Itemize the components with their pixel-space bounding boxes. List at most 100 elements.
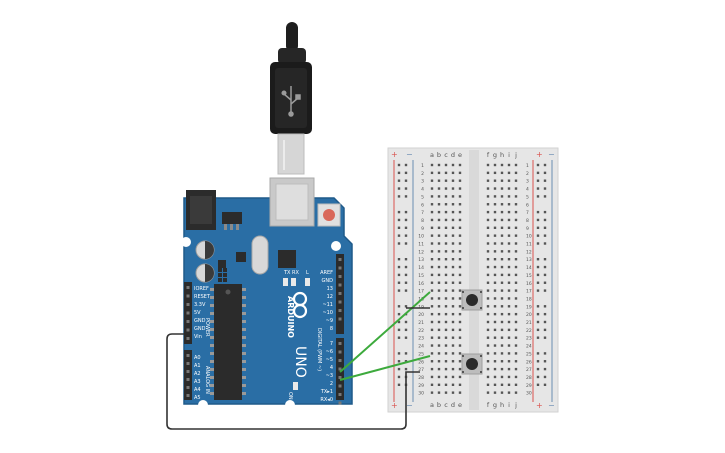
breadboard-hole[interactable] [437,391,441,394]
breadboard-hole[interactable] [444,273,448,277]
usb-cable[interactable] [270,22,312,175]
breadboard-hole[interactable] [437,226,441,229]
breadboard-hole[interactable] [493,242,497,245]
pushbutton-1[interactable] [461,289,483,311]
rail-hole[interactable] [404,320,408,324]
rail-hole[interactable] [536,360,540,363]
breadboard-hole[interactable] [493,297,497,300]
rail-hole[interactable] [536,195,540,198]
rail-hole[interactable] [543,352,547,355]
rail-hole[interactable] [404,226,408,229]
breadboard-hole[interactable] [493,312,497,316]
breadboard-hole[interactable] [444,352,448,355]
breadboard-hole[interactable] [437,320,441,324]
breadboard-hole[interactable] [430,258,434,261]
breadboard-hole[interactable] [500,218,504,222]
breadboard-hole[interactable] [437,289,441,292]
breadboard-hole[interactable] [500,360,504,363]
breadboard-hole[interactable] [493,163,497,167]
breadboard-hole[interactable] [430,163,434,167]
pushbutton-cap[interactable] [466,358,478,370]
breadboard-hole[interactable] [451,179,455,182]
breadboard-hole[interactable] [507,250,511,253]
breadboard-hole[interactable] [451,383,455,386]
rail-hole[interactable] [404,187,408,190]
breadboard-hole[interactable] [430,171,434,175]
rail-hole[interactable] [536,289,540,292]
breadboard-hole[interactable] [451,250,455,253]
breadboard-hole[interactable] [451,210,455,214]
rail-hole[interactable] [404,281,408,284]
rail-hole[interactable] [543,210,547,214]
breadboard-hole[interactable] [493,375,497,379]
breadboard-hole[interactable] [514,218,518,222]
breadboard-hole[interactable] [451,312,455,316]
rail-hole[interactable] [404,273,408,277]
breadboard-hole[interactable] [430,210,434,214]
breadboard-hole[interactable] [500,391,504,394]
breadboard-hole[interactable] [486,312,490,316]
breadboard-hole[interactable] [486,297,490,300]
arduino-uno-board[interactable]: TX RX L ARDUINO UNO ON IOREFRESET3.3V5VG… [181,177,353,410]
breadboard-hole[interactable] [444,375,448,379]
breadboard-hole[interactable] [451,391,455,394]
breadboard-hole[interactable] [514,250,518,253]
breadboard-hole[interactable] [444,281,448,284]
rail-hole[interactable] [543,242,547,245]
wire-black-gnd[interactable] [166,333,420,430]
rail-hole[interactable] [543,360,547,363]
breadboard-hole[interactable] [437,163,441,167]
rail-hole[interactable] [543,187,547,190]
rail-hole[interactable] [543,163,547,167]
breadboard-hole[interactable] [500,367,504,371]
breadboard-hole[interactable] [458,258,462,261]
breadboard-hole[interactable] [493,320,497,324]
rail-hole[interactable] [397,336,401,339]
breadboard-hole[interactable] [493,305,497,308]
breadboard-hole[interactable] [437,336,441,339]
rail-hole[interactable] [536,281,540,284]
breadboard-hole[interactable] [430,234,434,237]
breadboard-hole[interactable] [507,289,511,292]
breadboard-hole[interactable] [451,203,455,206]
breadboard-hole[interactable] [500,352,504,355]
breadboard-hole[interactable] [507,203,511,206]
breadboard-hole[interactable] [444,171,448,175]
breadboard-hole[interactable] [444,383,448,386]
breadboard-hole[interactable] [444,344,448,347]
breadboard-hole[interactable] [437,218,441,222]
rail-hole[interactable] [404,242,408,245]
breadboard-hole[interactable] [458,234,462,237]
rail-hole[interactable] [404,171,408,175]
rail-hole[interactable] [536,242,540,245]
pushbutton-cap[interactable] [466,294,478,306]
rail-hole[interactable] [397,258,401,261]
breadboard-hole[interactable] [430,195,434,198]
breadboard-hole[interactable] [486,305,490,308]
rail-hole[interactable] [543,265,547,269]
rail-hole[interactable] [536,226,540,229]
rail-hole[interactable] [397,265,401,269]
breadboard-hole[interactable] [507,171,511,175]
breadboard-hole[interactable] [493,187,497,190]
breadboard-hole[interactable] [514,281,518,284]
breadboard-hole[interactable] [451,171,455,175]
breadboard-hole[interactable] [444,320,448,324]
breadboard-hole[interactable] [493,273,497,277]
breadboard-hole[interactable] [458,352,462,355]
breadboard-hole[interactable] [514,171,518,175]
breadboard-hole[interactable] [451,305,455,308]
breadboard-hole[interactable] [486,352,490,355]
breadboard-hole[interactable] [458,218,462,222]
breadboard-hole[interactable] [514,305,518,308]
rail-hole[interactable] [404,360,408,363]
breadboard-hole[interactable] [437,297,441,300]
breadboard-hole[interactable] [493,203,497,206]
breadboard-hole[interactable] [430,305,434,308]
rail-hole[interactable] [404,352,408,355]
breadboard-hole[interactable] [458,195,462,198]
rail-hole[interactable] [536,179,540,182]
breadboard-hole[interactable] [514,344,518,347]
rail-hole[interactable] [397,242,401,245]
breadboard-hole[interactable] [500,375,504,379]
